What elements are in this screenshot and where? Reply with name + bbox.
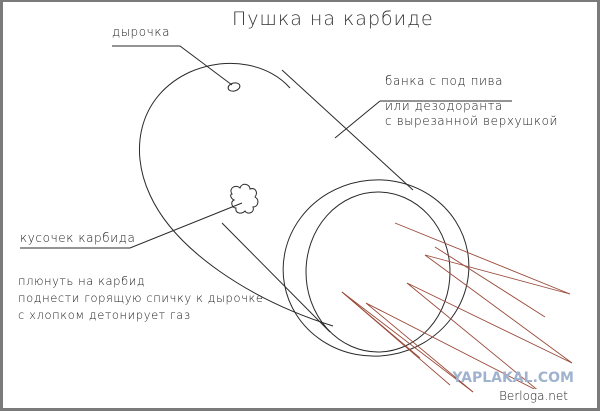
label-hole: дырочка: [112, 25, 171, 39]
blast-lines: [341, 222, 573, 393]
watermark-berloga: Berloga.net: [497, 389, 570, 403]
instruction-line: поднести горящую спичку к дырочке: [18, 291, 264, 305]
instruction-line: с хлопком детонирует газ: [18, 308, 191, 322]
label-can-line1: банка с под пива: [385, 74, 504, 88]
can-opening-outer: [282, 179, 470, 357]
can-back-arc: [138, 62, 334, 327]
hole-leader: [112, 45, 233, 86]
can-leader: [334, 100, 381, 139]
watermark-yaplakal: YAPLAKAL.COM: [452, 370, 574, 386]
instructions: плюнуть на карбид поднести горящую спичк…: [18, 273, 264, 324]
label-can-line3: с вырезанной верхушкой: [385, 114, 559, 128]
carbide-leader: [20, 202, 243, 249]
instruction-line: плюнуть на карбид: [18, 274, 146, 288]
hole-icon: [227, 82, 241, 92]
can-top-edge: [281, 69, 414, 191]
can-body: [138, 62, 470, 357]
label-carbide: кусочек карбида: [20, 231, 136, 245]
leader-lines: [20, 45, 512, 249]
label-can-rest: или дезодоранта с вырезанной верхушкой: [385, 99, 558, 129]
diagram-title: Пушка на карбиде: [232, 8, 434, 30]
can-bottom-edge: [221, 222, 331, 333]
carbide-piece-icon: [230, 183, 259, 214]
can-opening-inner: [305, 191, 451, 353]
label-can-line2: или дезодоранта: [385, 99, 503, 113]
